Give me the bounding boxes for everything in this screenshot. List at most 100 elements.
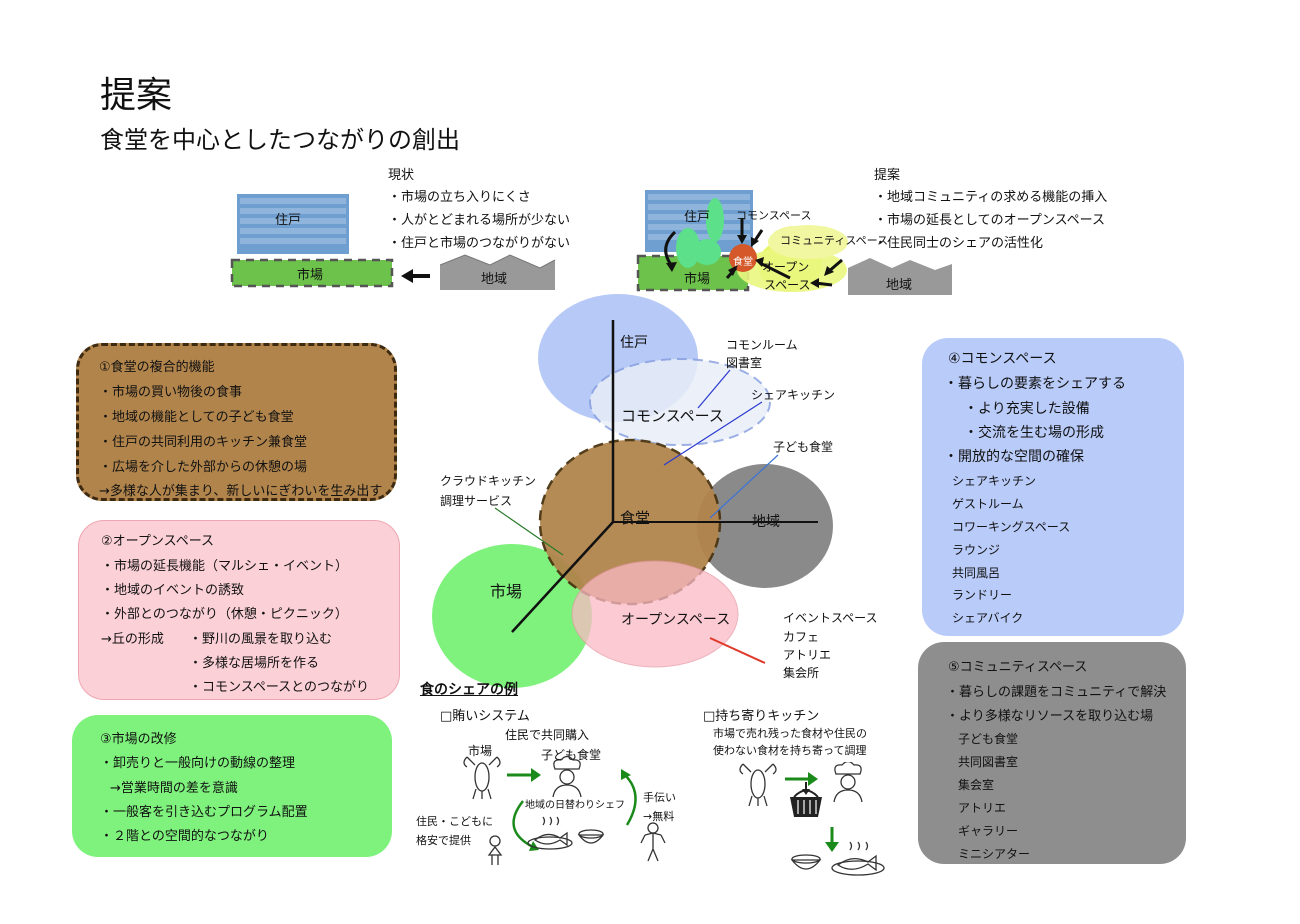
panel4-list-4: ラウンジ	[952, 543, 1001, 557]
venn-ann-sharekitchen: シェアキッチン	[751, 388, 836, 402]
market-bar	[230, 258, 394, 288]
current-item-3: ・住戸と市場のつながりがない	[388, 236, 571, 251]
panel1-item-5: →多様な人が集まり、新しいにぎわいを生み出す	[99, 484, 383, 499]
curve-arrow-left	[512, 800, 534, 849]
venn-commons	[589, 358, 771, 446]
venn-housing-label: 住戸	[620, 335, 648, 351]
green-arrow-down-icon	[825, 827, 839, 852]
panel1-item-4: ・広場を介した外部からの休憩の場	[99, 460, 308, 475]
fish-dish-icon-2	[831, 841, 885, 876]
leader-sharekitchen	[663, 401, 763, 466]
panel5-list-2: 共同図書室	[958, 755, 1019, 769]
venn-diagram	[432, 294, 833, 688]
panel-community: ⑤コミュニティスペース ・暮らしの課題をコミュニティで解決 ・より多様なリソース…	[918, 642, 1186, 864]
chef-icon-2	[833, 762, 863, 803]
green-arrow-right-icon	[507, 768, 541, 782]
proposal-item-1: ・地域コミュニティの求める機能の挿入	[874, 190, 1108, 205]
fish-dish-icon	[527, 816, 573, 850]
share-kids-label: 子ども食堂	[541, 748, 602, 762]
rice-bowl-icon	[577, 829, 605, 844]
panel-commons: ④コモンスペース ・暮らしの要素をシェアする ・より充実した設備 ・交流を生む場…	[922, 338, 1184, 636]
panel4-list-3: コワーキングスペース	[952, 520, 1071, 534]
panel4-title: ④コモンスペース	[948, 351, 1057, 367]
panel5-list-4: アトリエ	[958, 801, 1007, 815]
child-icon	[487, 835, 503, 865]
panel1-title: ①食堂の複合的機能	[99, 360, 215, 375]
share-system1-diagram	[463, 755, 666, 865]
share-buy-label: 住民で共同購入	[505, 728, 590, 742]
proposal-community-blob	[768, 225, 848, 259]
page-title: 提案	[100, 75, 173, 116]
building-windows	[240, 198, 346, 244]
proposal-cafeteria-circle	[729, 244, 757, 272]
proposal-community-label: コミュニティスペース	[780, 234, 889, 247]
panel1-item-3: ・住戸の共同利用のキッチン兼食堂	[99, 435, 308, 450]
panel-market-renovation: ③市場の改修 ・卸売りと一般向けの動線の整理 →営業時間の差を意識 ・一般客を引…	[72, 715, 392, 857]
venn-ann-atelier: アトリエ	[783, 648, 832, 662]
venn-cafeteria-label: 食堂	[620, 509, 651, 527]
panel3-item-4: ・２階との空間的なつながり	[100, 829, 269, 844]
current-item-1: ・市場の立ち入りにくさ	[388, 190, 531, 205]
venn-region-label: 地域	[752, 514, 780, 530]
region-buildings	[440, 255, 555, 290]
panel5-title: ⑤コミュニティスペース	[948, 660, 1088, 675]
leader-event	[709, 637, 766, 664]
venn-market-label: 市場	[490, 582, 523, 601]
panel2-item-3: ・外部とのつながり（休憩・ピクニック）	[101, 607, 348, 622]
venn-ann-event: イベントスペース	[783, 611, 878, 625]
current-region-label: 地域	[481, 272, 508, 287]
panel2-arrow-text: →丘の形成	[101, 632, 164, 647]
panel4-item-2: ・より充実した設備	[964, 401, 1090, 417]
panel5-list-1: 子ども食堂	[958, 732, 1019, 746]
venn-open-label: オープンスペース	[621, 612, 731, 628]
venn-ann-cafe: カフェ	[783, 630, 820, 644]
panel2-subitem-2: ・多様な居場所を作る	[189, 656, 320, 671]
current-diagram	[230, 194, 556, 290]
share-heading: 食のシェアの例	[420, 682, 518, 698]
arrow-head	[401, 269, 413, 283]
panel1-item-1: ・市場の買い物後の食事	[99, 385, 243, 400]
share-help-label: 手伝い	[643, 791, 676, 804]
venn-ann-library: 図書室	[726, 356, 763, 370]
panel4-item-3: ・交流を生む場の形成	[964, 425, 1104, 441]
panel2-item-1: ・市場の延長機能（マルシェ・イベント）	[101, 559, 349, 574]
venn-market	[432, 544, 592, 688]
venn-ann-cloud: クラウドキッチン	[440, 474, 537, 488]
venn-open-space	[571, 560, 739, 668]
basket-icon	[790, 782, 822, 817]
proposal-heading: 提案	[874, 168, 901, 183]
panel3-item-3: ・一般客を引き込むプログラム配置	[100, 805, 308, 820]
panel5-list-3: 集会室	[958, 778, 995, 792]
venn-ann-hall: 集会所	[783, 666, 820, 680]
panel5-item-2: ・より多様なリソースを取り込む場	[946, 709, 1154, 724]
current-market-label: 市場	[297, 268, 324, 283]
leader-kids	[709, 454, 779, 519]
proposal-open-label-2: スペース	[764, 278, 811, 292]
share-system2-desc-2: 使わない食材を持ち寄って調理	[713, 744, 867, 757]
proposal-housing-label: 住戸	[684, 210, 711, 225]
current-heading: 現状	[388, 168, 415, 183]
current-item-2: ・人がとどまれる場所が少ない	[388, 213, 571, 228]
leader-cloud	[494, 507, 564, 556]
panel4-list-5: 共同風呂	[952, 566, 1001, 580]
lobster-icon-2	[739, 763, 777, 807]
rice-bowl-icon-2	[790, 854, 822, 870]
proposal-region-label: 地域	[886, 278, 913, 293]
panel2-subitem-3: ・コモンスペースとのつながり	[189, 680, 370, 695]
panel3-item-2: →営業時間の差を意識	[110, 781, 238, 796]
share-system2-diagram	[739, 762, 885, 876]
share-market-label: 市場	[468, 744, 493, 758]
venn-commons-label: コモンスペース	[621, 407, 724, 425]
panel2-item-2: ・地域のイベントの誘致	[101, 583, 245, 598]
panel4-list-1: シェアキッチン	[952, 474, 1037, 488]
panel5-item-1: ・暮らしの課題をコミュニティで解決	[946, 685, 1167, 700]
panel5-list-6: ミニシアター	[958, 847, 1031, 861]
share-system1-title: □賄いシステム	[440, 709, 530, 724]
panel4-item-1: ・暮らしの要素をシェアする	[944, 376, 1126, 392]
page-subtitle: 食堂を中心としたつながりの創出	[100, 126, 460, 154]
panel4-list-6: ランドリー	[952, 588, 1013, 602]
panel3-item-1: ・卸売りと一般向けの動線の整理	[100, 756, 296, 771]
proposal-market-label: 市場	[684, 272, 711, 287]
panel5-list-5: ギャラリー	[958, 824, 1019, 838]
panel2-subitem-1: ・野川の風景を取り込む	[189, 632, 333, 647]
